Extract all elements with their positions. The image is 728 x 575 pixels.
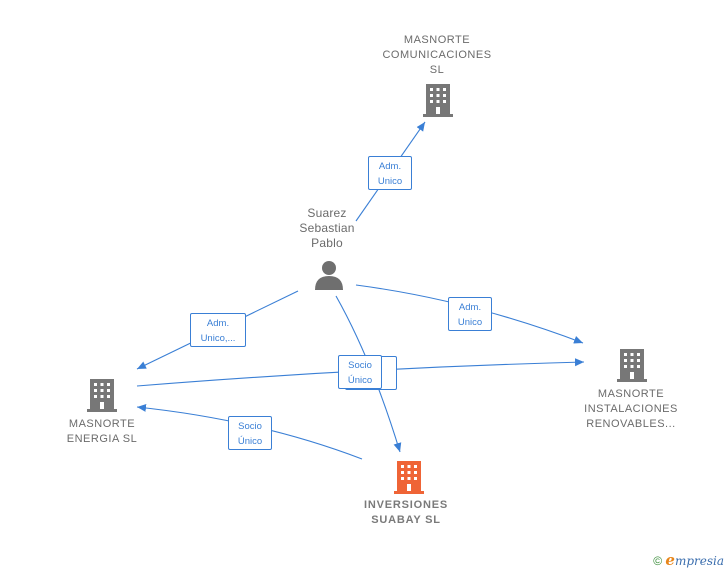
edge-label-socio-center: Socio Único <box>338 355 382 389</box>
edge-label-line: Unico,... <box>200 333 236 344</box>
edge-label-line: Socio <box>238 421 262 432</box>
brand-footer[interactable]: © empresia <box>653 551 724 569</box>
edge-label-line: Adm. <box>458 302 482 313</box>
node-label-inversiones-suabay[interactable]: INVERSIONES SUABAY SL <box>364 499 448 526</box>
edge-label-line: Adm. <box>378 161 402 172</box>
node-label-masnorte-energia[interactable]: MASNORTE ENERGIA SL <box>66 418 138 445</box>
building-icon[interactable] <box>617 349 647 382</box>
edge-label-line: Único <box>347 375 373 386</box>
node-label-suarez-sebastian-pablo[interactable]: Suarez Sebastian Pablo <box>299 206 355 250</box>
brand-rest: mpresia <box>674 554 724 568</box>
edge-label-line: Único <box>237 436 263 447</box>
edge-label-line: Socio <box>348 360 372 371</box>
edge-label-adm-renovables: Adm. Unico <box>448 297 492 331</box>
edge-label-line: Unico <box>457 317 483 328</box>
building-icon[interactable] <box>87 379 117 412</box>
copyright-icon: © <box>653 554 663 568</box>
person-icon[interactable] <box>315 261 343 290</box>
edge-label-line: Adm. <box>206 318 230 329</box>
node-label-masnorte-comunicaciones[interactable]: MASNORTE COMUNICACIONES SL <box>382 34 492 76</box>
building-icon[interactable] <box>423 84 453 117</box>
edge-label-adm-comunicaciones: Adm. Unico <box>368 156 412 190</box>
edge-label-socio-energia: Socio Único <box>228 416 272 450</box>
node-label-masnorte-instalaciones[interactable]: MASNORTE INSTALACIONES RENOVABLES... <box>584 388 678 430</box>
edge-label-adm-energia: Adm. Unico,... <box>190 313 246 347</box>
edge-label-line: Unico <box>377 176 403 187</box>
brand-initial: e <box>665 551 675 569</box>
brand-logo: empresia <box>665 551 724 569</box>
building-icon[interactable] <box>394 461 424 494</box>
